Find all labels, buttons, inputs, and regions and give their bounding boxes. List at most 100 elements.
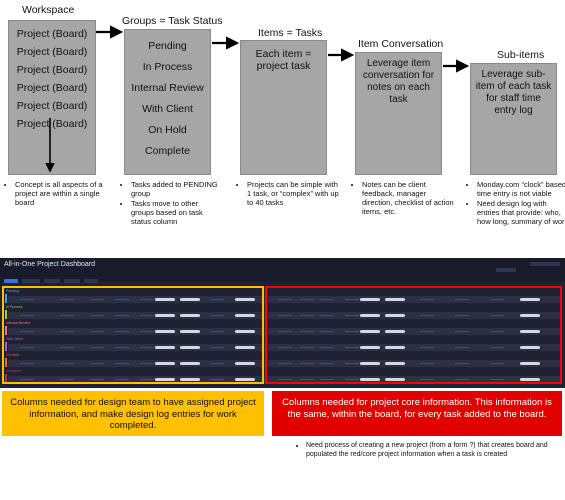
invite-button[interactable] xyxy=(530,262,560,266)
dashboard-cell[interactable] xyxy=(140,331,154,332)
dashboard-status-pill[interactable] xyxy=(235,378,255,381)
dashboard-status-pill[interactable] xyxy=(360,314,380,317)
dashboard-cell[interactable] xyxy=(490,331,504,332)
dashboard-cell[interactable] xyxy=(210,363,224,364)
dashboard-cell[interactable] xyxy=(455,331,469,332)
dashboard-cell[interactable] xyxy=(210,331,224,332)
dashboard-cell[interactable] xyxy=(140,347,154,348)
dashboard-cell[interactable] xyxy=(210,379,224,380)
dashboard-cell[interactable] xyxy=(115,363,129,364)
dashboard-cell[interactable] xyxy=(420,379,434,380)
dashboard-status-pill[interactable] xyxy=(520,330,540,333)
dashboard-status-pill[interactable] xyxy=(180,314,200,317)
dashboard-cell[interactable] xyxy=(420,347,434,348)
dashboard-status-pill[interactable] xyxy=(360,362,380,365)
dashboard-cell[interactable] xyxy=(300,363,314,364)
dashboard-cell[interactable] xyxy=(420,299,434,300)
dashboard-status-pill[interactable] xyxy=(360,346,380,349)
dashboard-status-pill[interactable] xyxy=(385,314,405,317)
dashboard-cell[interactable] xyxy=(490,363,504,364)
dashboard-cell[interactable] xyxy=(455,315,469,316)
dashboard-status-pill[interactable] xyxy=(235,314,255,317)
dashboard-status-pill[interactable] xyxy=(180,330,200,333)
dashboard-status-pill[interactable] xyxy=(385,330,405,333)
dashboard-status-pill[interactable] xyxy=(360,330,380,333)
dashboard-cell[interactable] xyxy=(278,379,292,380)
dashboard-cell[interactable] xyxy=(420,363,434,364)
dashboard-cell[interactable] xyxy=(278,299,292,300)
dashboard-status-pill[interactable] xyxy=(235,298,255,301)
dashboard-status-pill[interactable] xyxy=(180,298,200,301)
dashboard-status-pill[interactable] xyxy=(155,298,175,301)
dashboard-status-pill[interactable] xyxy=(385,298,405,301)
dashboard-group-label[interactable]: On Hold xyxy=(6,353,19,357)
dashboard-cell[interactable] xyxy=(60,379,74,380)
dashboard-cell[interactable] xyxy=(278,331,292,332)
dashboard-cell[interactable] xyxy=(140,299,154,300)
dashboard-cell[interactable] xyxy=(140,315,154,316)
dashboard-cell[interactable] xyxy=(300,331,314,332)
dashboard-cell[interactable] xyxy=(490,299,504,300)
dashboard-status-pill[interactable] xyxy=(385,346,405,349)
dashboard-group-label[interactable]: Pending xyxy=(6,289,19,293)
dashboard-status-pill[interactable] xyxy=(155,362,175,365)
dashboard-cell[interactable] xyxy=(420,331,434,332)
dashboard-cell[interactable] xyxy=(345,363,359,364)
dashboard-status-pill[interactable] xyxy=(360,298,380,301)
dashboard-status-pill[interactable] xyxy=(235,330,255,333)
dashboard-cell[interactable] xyxy=(278,315,292,316)
toolbar-search[interactable] xyxy=(22,279,40,283)
dashboard-cell[interactable] xyxy=(20,299,34,300)
toolbar-sort[interactable] xyxy=(84,279,98,283)
dashboard-status-pill[interactable] xyxy=(520,314,540,317)
dashboard-cell[interactable] xyxy=(140,379,154,380)
dashboard-cell[interactable] xyxy=(140,363,154,364)
dashboard-cell[interactable] xyxy=(300,299,314,300)
dashboard-cell[interactable] xyxy=(60,299,74,300)
dashboard-cell[interactable] xyxy=(90,331,104,332)
dashboard-cell[interactable] xyxy=(278,347,292,348)
dashboard-cell[interactable] xyxy=(210,299,224,300)
dashboard-cell[interactable] xyxy=(210,347,224,348)
dashboard-cell[interactable] xyxy=(320,299,334,300)
dashboard-cell[interactable] xyxy=(20,363,34,364)
dashboard-status-pill[interactable] xyxy=(385,362,405,365)
dashboard-cell[interactable] xyxy=(300,347,314,348)
dashboard-cell[interactable] xyxy=(455,363,469,364)
dashboard-status-pill[interactable] xyxy=(520,362,540,365)
dashboard-cell[interactable] xyxy=(455,347,469,348)
dashboard-group-label[interactable]: In Process xyxy=(6,305,23,309)
dashboard-group-label[interactable]: With Client xyxy=(6,337,23,341)
dashboard-status-pill[interactable] xyxy=(520,298,540,301)
dashboard-group-label[interactable]: Internal Review xyxy=(6,321,31,325)
dashboard-cell[interactable] xyxy=(60,331,74,332)
dashboard-cell[interactable] xyxy=(60,363,74,364)
dashboard-cell[interactable] xyxy=(345,347,359,348)
dashboard-status-pill[interactable] xyxy=(180,362,200,365)
dashboard-cell[interactable] xyxy=(20,315,34,316)
dashboard-cell[interactable] xyxy=(320,379,334,380)
dashboard-cell[interactable] xyxy=(345,299,359,300)
dashboard-status-pill[interactable] xyxy=(155,330,175,333)
dashboard-cell[interactable] xyxy=(490,315,504,316)
dashboard-cell[interactable] xyxy=(115,379,129,380)
integrate-button[interactable] xyxy=(496,268,516,272)
dashboard-status-pill[interactable] xyxy=(155,346,175,349)
new-item-button[interactable] xyxy=(4,279,18,283)
dashboard-cell[interactable] xyxy=(115,347,129,348)
dashboard-cell[interactable] xyxy=(345,315,359,316)
dashboard-cell[interactable] xyxy=(115,315,129,316)
dashboard-cell[interactable] xyxy=(278,363,292,364)
dashboard-cell[interactable] xyxy=(90,363,104,364)
dashboard-cell[interactable] xyxy=(20,379,34,380)
dashboard-cell[interactable] xyxy=(20,331,34,332)
toolbar-person[interactable] xyxy=(44,279,60,283)
dashboard-cell[interactable] xyxy=(115,299,129,300)
dashboard-status-pill[interactable] xyxy=(520,346,540,349)
dashboard-cell[interactable] xyxy=(455,299,469,300)
dashboard-status-pill[interactable] xyxy=(520,378,540,381)
dashboard-cell[interactable] xyxy=(320,347,334,348)
dashboard-cell[interactable] xyxy=(210,315,224,316)
dashboard-cell[interactable] xyxy=(320,331,334,332)
dashboard-cell[interactable] xyxy=(90,299,104,300)
